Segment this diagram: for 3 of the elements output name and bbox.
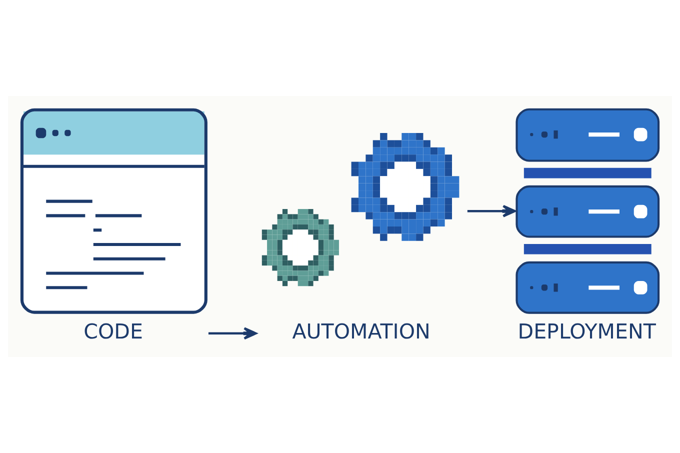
node-text: AUTOMATION [292, 320, 430, 344]
node-label: DEPLOYMENT [518, 320, 656, 344]
node-label: CODE [84, 320, 143, 344]
